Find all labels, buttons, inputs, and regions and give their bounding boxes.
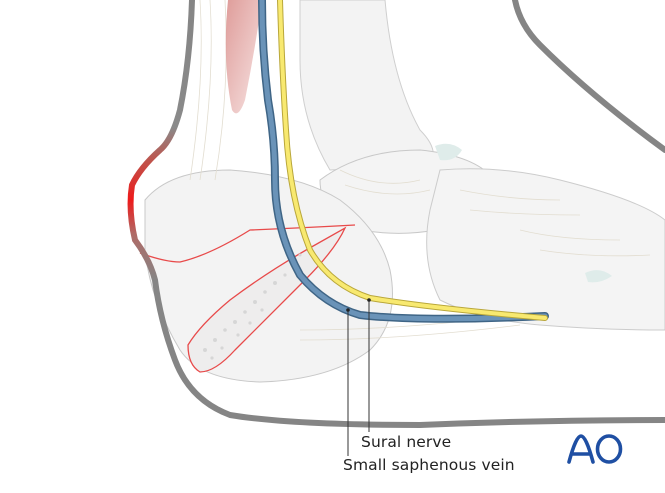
skin-outline-dorsum — [512, 0, 665, 153]
ligament-fibers — [189, 0, 651, 341]
label-small-saphenous-vein: Small saphenous vein — [343, 456, 515, 474]
leader-dot-vein — [346, 308, 350, 312]
label-sural-nerve: Sural nerve — [361, 433, 452, 451]
bone-trabeculae — [203, 253, 302, 360]
fracture-line — [139, 224, 356, 263]
small-saphenous-vein-fill — [259, 0, 548, 322]
leader-dot-nerve — [367, 298, 371, 302]
calf-muscle — [225, 0, 262, 114]
skin-outline-heel — [127, 0, 665, 429]
fracture-fragment — [187, 226, 347, 373]
sural-nerve-fill — [278, 0, 547, 320]
ao-logo — [567, 434, 623, 464]
